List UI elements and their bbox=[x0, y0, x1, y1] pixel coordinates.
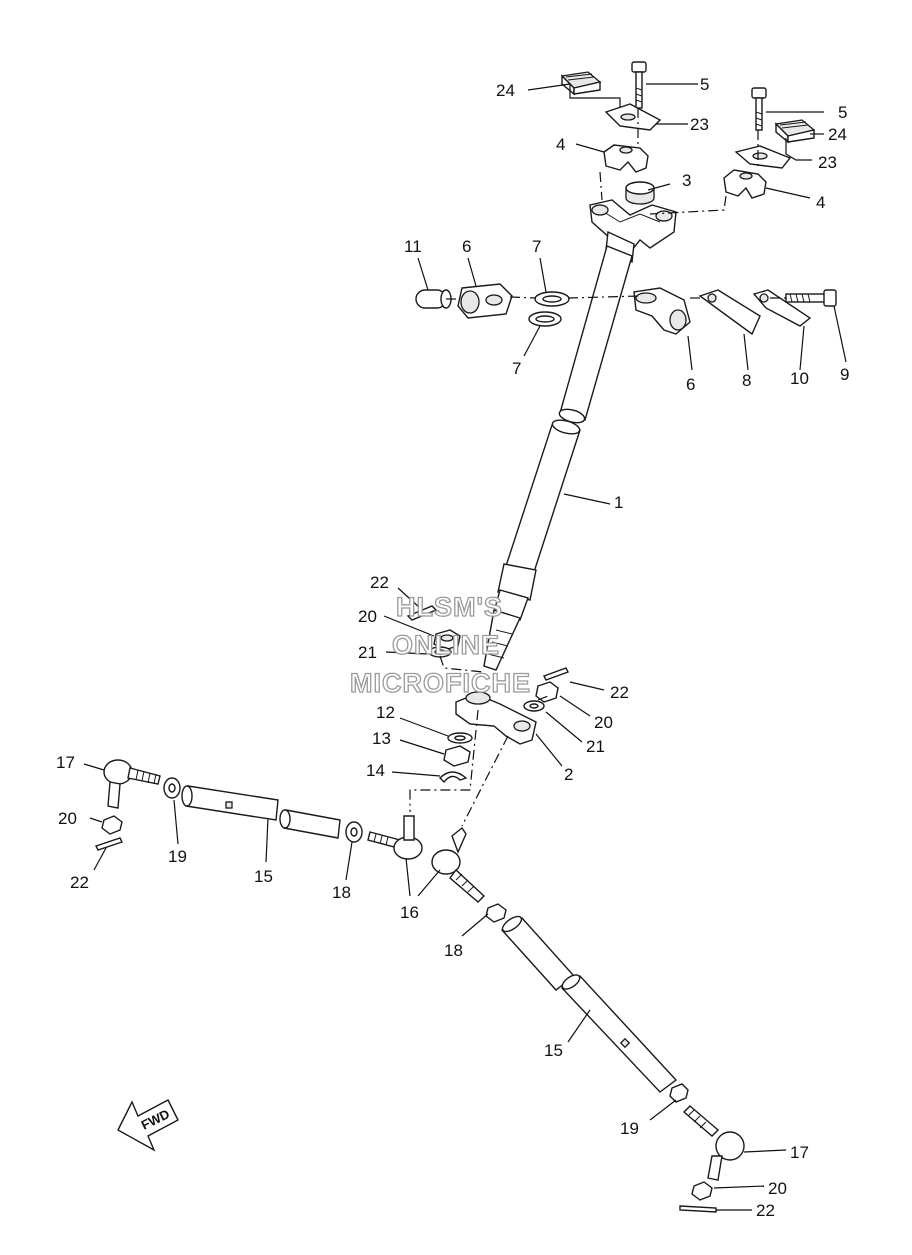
cotter-pin-22-upper bbox=[406, 605, 438, 621]
nut-20-right bbox=[691, 1181, 713, 1201]
watermark-line-1: HLSM'S bbox=[396, 592, 503, 622]
lock-washer-10 bbox=[752, 289, 812, 327]
callout-4-right: 4 bbox=[816, 193, 825, 212]
callout-17-left: 17 bbox=[56, 753, 75, 772]
callout-9: 9 bbox=[840, 365, 849, 384]
lock-plate-23-right bbox=[734, 145, 792, 169]
washer-21-arm bbox=[523, 700, 545, 712]
callout-21-upper: 21 bbox=[358, 643, 377, 662]
callout-22-right: 22 bbox=[756, 1201, 775, 1220]
callout-6-right: 6 bbox=[686, 375, 695, 394]
assembly-lines bbox=[409, 108, 788, 827]
pad-24-right bbox=[774, 119, 816, 144]
watermark-line-2: ONLINE bbox=[392, 630, 500, 660]
pitman-arm-2 bbox=[455, 691, 537, 745]
nut-20-left bbox=[101, 815, 123, 835]
tie-rod-15-left bbox=[181, 785, 341, 839]
nut-18-right bbox=[485, 903, 507, 923]
bushing-holder-6-left bbox=[457, 283, 513, 319]
washer-12 bbox=[447, 732, 473, 744]
callout-10: 10 bbox=[790, 369, 809, 388]
holder-clamp-4-right bbox=[723, 169, 767, 199]
bolt-9 bbox=[785, 289, 837, 307]
callout-1: 1 bbox=[614, 493, 623, 512]
nut-20-arm bbox=[535, 681, 559, 703]
tie-rod-end-17-left bbox=[103, 759, 161, 809]
collar-11 bbox=[415, 289, 452, 309]
steering-column-lower-tube bbox=[483, 419, 581, 671]
clip-14 bbox=[439, 771, 468, 784]
callout-17-right: 17 bbox=[790, 1143, 809, 1162]
pad-24-left bbox=[560, 71, 602, 96]
nut-13 bbox=[443, 745, 471, 767]
callout-21-arm: 21 bbox=[586, 737, 605, 756]
watermark: HLSM'S ONLINE MICROFICHE bbox=[349, 591, 531, 698]
nut-18-left bbox=[345, 821, 363, 843]
tie-rod-end-16-right bbox=[431, 826, 486, 903]
callout-22-left: 22 bbox=[70, 873, 89, 892]
callout-18-right: 18 bbox=[444, 941, 463, 960]
lock-plate-23-left bbox=[604, 103, 662, 131]
callout-15-left: 15 bbox=[254, 867, 273, 886]
callout-4-left: 4 bbox=[556, 135, 565, 154]
cap-3 bbox=[625, 181, 655, 205]
bolt-5-left bbox=[631, 61, 647, 109]
ring-7-lower bbox=[528, 311, 562, 327]
holder-clamp-4-left bbox=[603, 144, 649, 173]
watermark-line-3: MICROFICHE bbox=[350, 668, 531, 698]
column-upper-holder bbox=[589, 199, 677, 264]
callout-11: 11 bbox=[404, 237, 422, 256]
callout-5-left: 5 bbox=[700, 75, 709, 94]
nut-19-left bbox=[163, 777, 181, 799]
forward-arrow-icon: FWD bbox=[117, 1099, 179, 1152]
callout-22-upper: 22 bbox=[370, 573, 389, 592]
callout-13: 13 bbox=[372, 729, 391, 748]
callout-24-right: 24 bbox=[828, 125, 847, 144]
callout-6-left: 6 bbox=[462, 237, 471, 256]
tie-rod-end-17-right bbox=[682, 1105, 745, 1181]
bushing-holder-6-right bbox=[633, 287, 691, 335]
callout-2: 2 bbox=[564, 765, 573, 784]
callout-22-arm: 22 bbox=[610, 683, 629, 702]
callout-12: 12 bbox=[376, 703, 395, 722]
cotter-pin-22-arm bbox=[543, 667, 569, 681]
callout-20-left: 20 bbox=[58, 809, 77, 828]
callout-5-right: 5 bbox=[838, 103, 847, 122]
callout-24-left: 24 bbox=[496, 81, 515, 100]
callout-23-left: 23 bbox=[690, 115, 709, 134]
tie-rod-end-16-left bbox=[367, 815, 423, 860]
nut-19-right bbox=[669, 1083, 689, 1103]
callout-7-lower: 7 bbox=[512, 359, 521, 378]
callout-20-upper: 20 bbox=[358, 607, 377, 626]
plate-8 bbox=[698, 289, 761, 336]
bolt-5-right bbox=[751, 87, 767, 131]
callout-14: 14 bbox=[366, 761, 385, 780]
leader-lines bbox=[83, 83, 847, 1211]
callout-20-arm: 20 bbox=[594, 713, 613, 732]
cotter-pin-22-right bbox=[679, 1205, 717, 1213]
callout-8: 8 bbox=[742, 371, 751, 390]
callout-20-right: 20 bbox=[768, 1179, 787, 1198]
callout-23-right: 23 bbox=[818, 153, 837, 172]
callout-labels: 24 5 23 4 3 5 24 23 4 11 6 7 7 6 8 10 9 … bbox=[56, 75, 849, 1220]
callout-15-right: 15 bbox=[544, 1041, 563, 1060]
ring-7-upper bbox=[534, 291, 570, 307]
upper-column-shaft bbox=[558, 245, 633, 424]
callout-18-left: 18 bbox=[332, 883, 351, 902]
callout-7-upper: 7 bbox=[532, 237, 541, 256]
callout-16: 16 bbox=[400, 903, 419, 922]
nut-20-upper bbox=[433, 629, 461, 651]
callout-3: 3 bbox=[682, 171, 691, 190]
callout-19-right: 19 bbox=[620, 1119, 639, 1138]
cotter-pin-22-left bbox=[95, 837, 123, 851]
callout-19-left: 19 bbox=[168, 847, 187, 866]
tie-rod-15-right bbox=[500, 915, 678, 1093]
